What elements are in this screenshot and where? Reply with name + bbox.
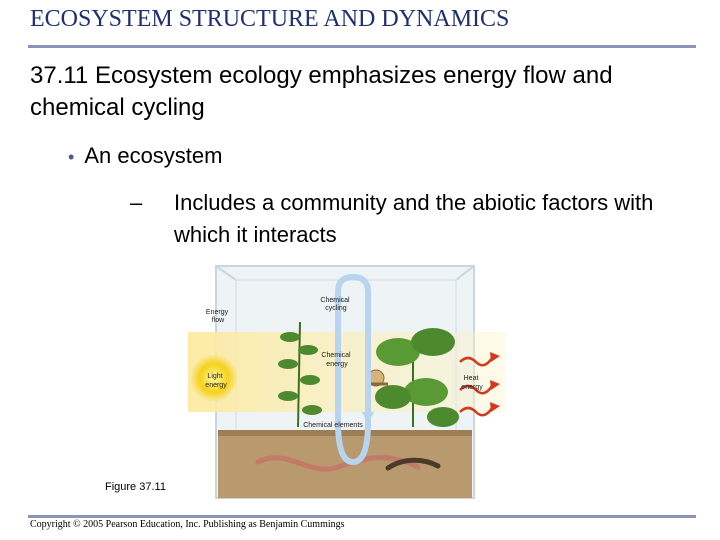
bullet-text: An ecosystem (84, 143, 223, 168)
copyright-text: Copyright © 2005 Pearson Education, Inc.… (30, 519, 345, 530)
plants (278, 321, 459, 428)
soil (218, 430, 472, 498)
sub-bullet-text: Includes a community and the abiotic fac… (174, 190, 654, 247)
figure-caption: Figure 37.11 (105, 481, 166, 493)
sun-icon (190, 354, 238, 402)
heat-arrows (459, 352, 500, 417)
chemical-cycle-arrows (332, 273, 374, 466)
bullet-dot-icon: • (68, 147, 75, 167)
light-energy-label: Light energy (205, 373, 227, 389)
ecosystem-figure: Energy flow Chemical cycling Chemical en… (188, 265, 506, 499)
title-divider (28, 45, 696, 48)
chemical-energy-label: Chemical energy (321, 352, 352, 368)
heat-energy-label: Heat energy (461, 375, 483, 391)
chemical-elements-label: Chemical elements (303, 422, 363, 429)
slide-title: ECOSYSTEM STRUCTURE AND DYNAMICS (30, 6, 510, 32)
slide-subtitle: 37.11 Ecosystem ecology emphasizes energ… (30, 62, 613, 121)
bullet-item: • An ecosystem (68, 142, 222, 171)
energy-flow-label: Energy flow (206, 309, 230, 324)
chemical-cycling-label: Chemical cycling (320, 297, 351, 312)
dash-marker: – (130, 190, 143, 215)
footer-divider (28, 515, 696, 518)
